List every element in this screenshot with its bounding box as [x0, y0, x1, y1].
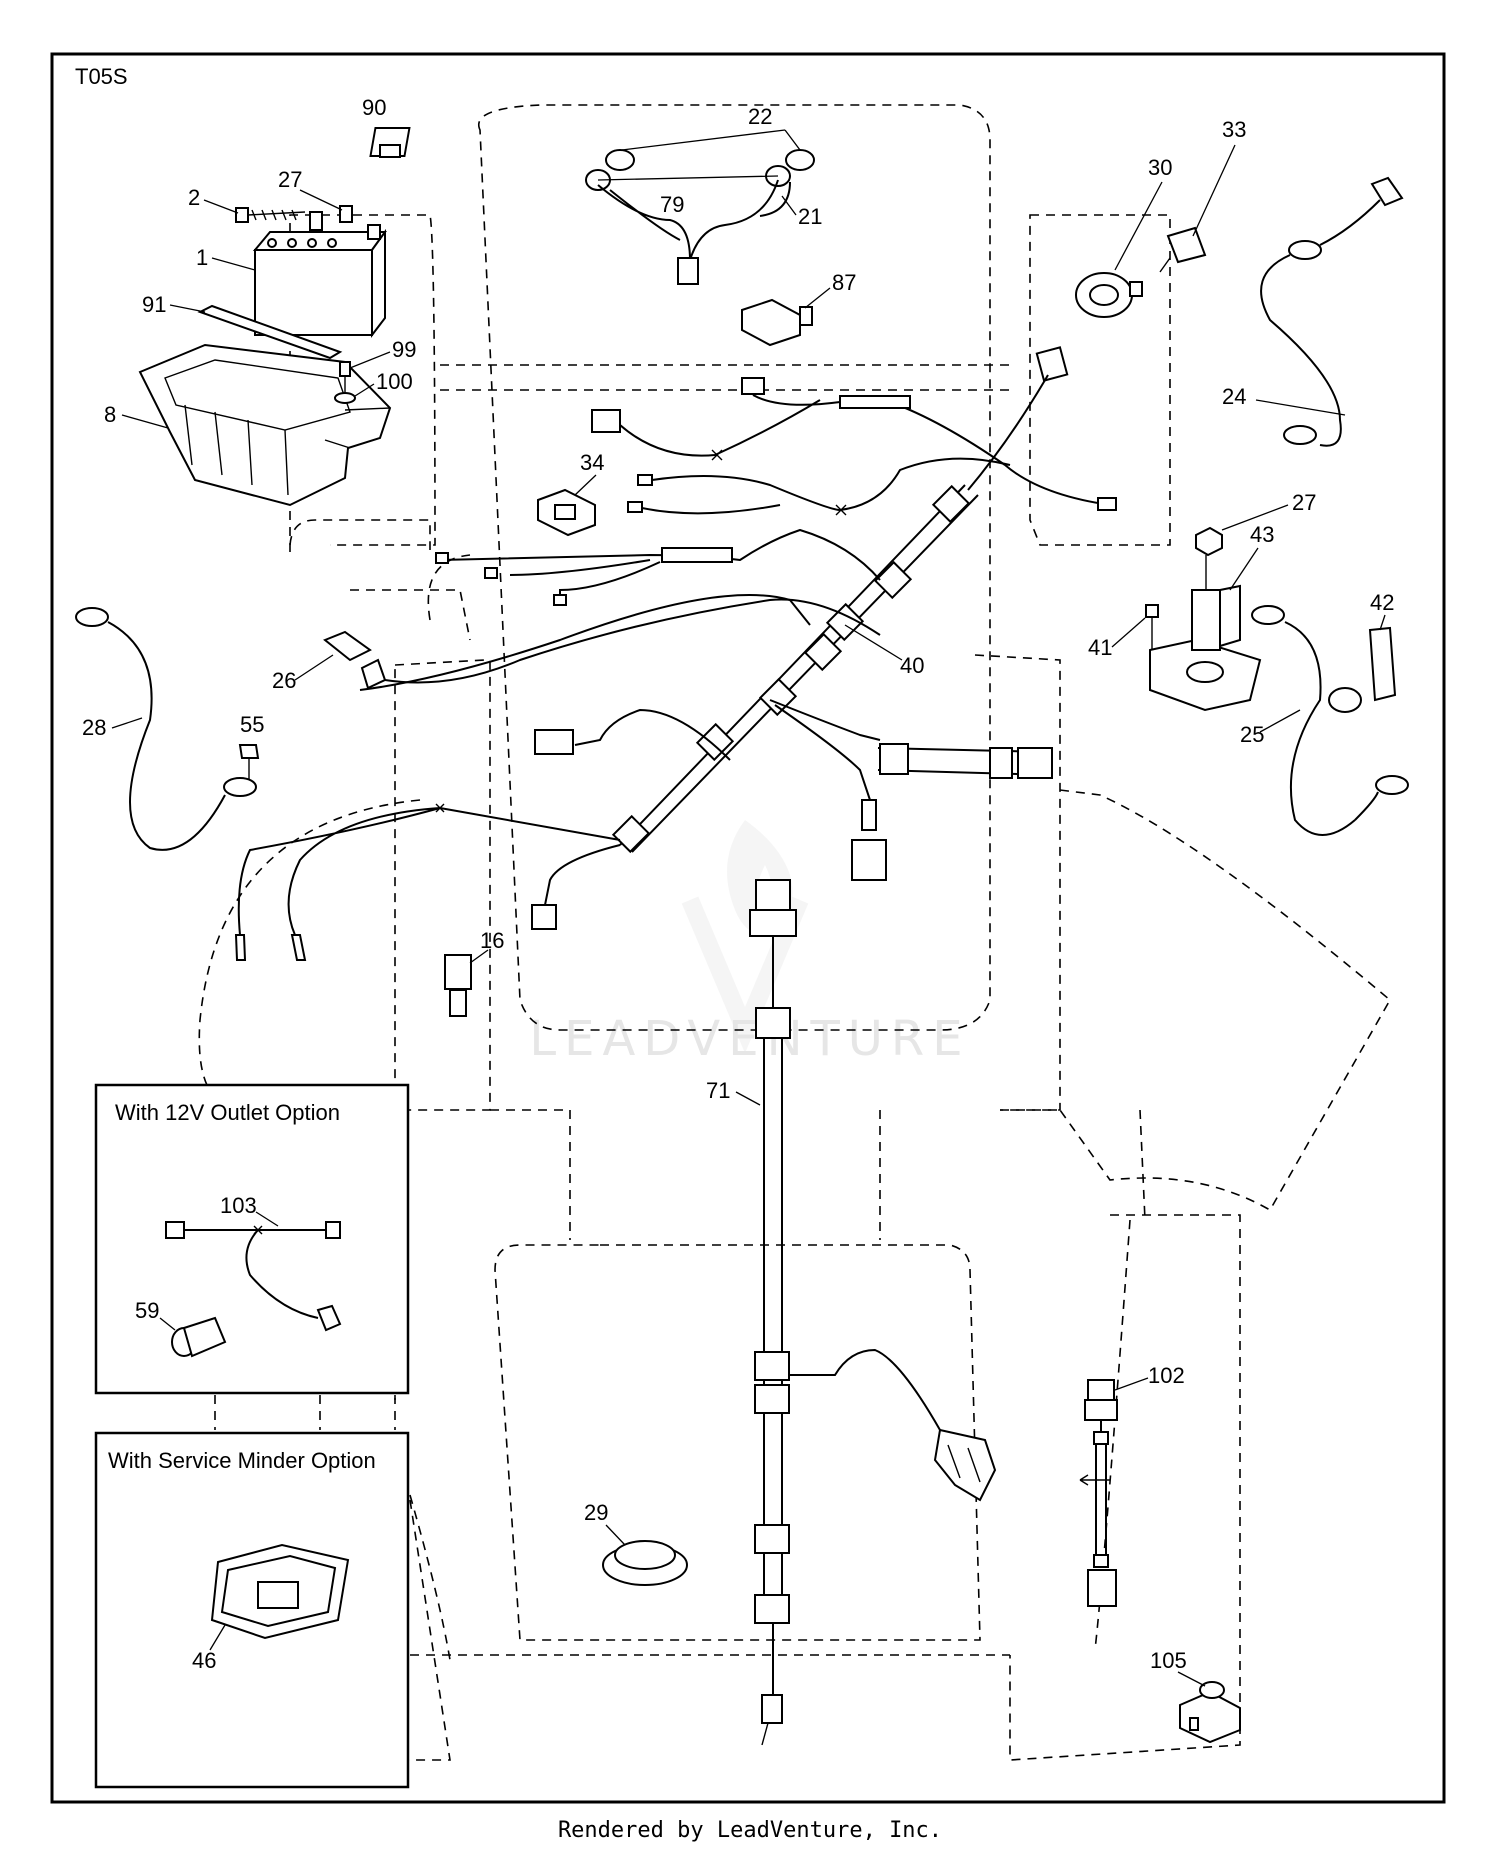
diagram-code: T05S [75, 64, 128, 89]
callout-30: 30 [1148, 155, 1172, 180]
callout-27-right: 27 [1292, 490, 1316, 515]
callout-100: 100 [376, 369, 413, 394]
part-25-battery-cable[interactable] [1251, 605, 1409, 836]
part-55-bolt[interactable] [238, 744, 260, 780]
callout-33: 33 [1222, 117, 1246, 142]
part-43-solenoid[interactable] [1149, 555, 1262, 712]
callout-22: 22 [748, 104, 772, 129]
callout-103: 103 [220, 1193, 257, 1218]
part-34-switch[interactable] [537, 488, 596, 537]
callout-2: 2 [188, 185, 200, 210]
part-33-key[interactable] [1159, 226, 1207, 273]
part-1-battery[interactable] [252, 211, 387, 338]
callout-105: 105 [1150, 1648, 1187, 1673]
callout-21: 21 [798, 204, 822, 229]
callout-55: 55 [240, 712, 264, 737]
part-103-harness[interactable] [165, 1221, 342, 1332]
callout-29: 29 [584, 1500, 608, 1525]
callout-79: 79 [660, 192, 684, 217]
part-99-screw[interactable] [339, 361, 351, 392]
tractor-outline [198, 104, 1392, 1761]
callout-34: 34 [580, 450, 604, 475]
callout-99: 99 [392, 337, 416, 362]
callout-46: 46 [192, 1648, 216, 1673]
credit-text: Rendered by LeadVenture, Inc. [557, 1818, 943, 1843]
part-42-terminal-boot[interactable] [1328, 626, 1397, 713]
part-91-strap[interactable] [197, 304, 343, 360]
callout-71: 71 [706, 1078, 730, 1103]
part-16-switch[interactable] [444, 954, 472, 1017]
callout-102: 102 [1148, 1363, 1185, 1388]
part-100-washer[interactable] [334, 392, 356, 404]
part-8-battery-tray[interactable] [138, 343, 392, 507]
part-41-screw[interactable] [1145, 604, 1159, 650]
callout-24: 24 [1222, 384, 1246, 409]
part-46-service-minder[interactable] [210, 1543, 350, 1640]
callout-43: 43 [1250, 522, 1274, 547]
callout-27-top: 27 [278, 167, 302, 192]
callout-28: 28 [82, 715, 106, 740]
part-40-main-harness[interactable] [234, 346, 1117, 961]
part-102-harness[interactable] [1079, 1379, 1118, 1607]
callout-59: 59 [135, 1298, 159, 1323]
watermark-text: LEADVENTURE [529, 1011, 970, 1067]
callout-25: 25 [1240, 722, 1264, 747]
part-90-connector[interactable] [369, 127, 411, 158]
part-27-nut[interactable] [339, 205, 353, 223]
callout-26: 26 [272, 668, 296, 693]
part-27-solenoid-nut[interactable] [1195, 526, 1223, 557]
inset-service-title: With Service Minder Option [108, 1448, 376, 1473]
callout-16: 16 [480, 928, 504, 953]
callout-42: 42 [1370, 590, 1394, 615]
part-105-sensor[interactable] [1179, 1681, 1241, 1744]
callout-8: 8 [104, 402, 116, 427]
callout-1: 1 [196, 245, 208, 270]
part-30-ignition-switch[interactable] [1075, 272, 1143, 318]
headlight-connector[interactable] [677, 257, 699, 285]
callout-91: 91 [142, 292, 166, 317]
callout-41: 41 [1088, 635, 1112, 660]
part-24-battery-cable[interactable] [1260, 176, 1404, 447]
inset-12v-title: With 12V Outlet Option [115, 1100, 340, 1125]
callout-40: 40 [900, 653, 924, 678]
part-29-grommet[interactable] [602, 1540, 688, 1586]
part-71-harness[interactable] [749, 879, 997, 1746]
part-2-bolt[interactable] [235, 207, 306, 223]
part-59-outlet[interactable] [171, 1316, 227, 1358]
callout-90: 90 [362, 95, 386, 120]
part-28-ground-cable[interactable] [75, 607, 257, 851]
part-87-relay[interactable] [741, 298, 813, 347]
callout-87: 87 [832, 270, 856, 295]
